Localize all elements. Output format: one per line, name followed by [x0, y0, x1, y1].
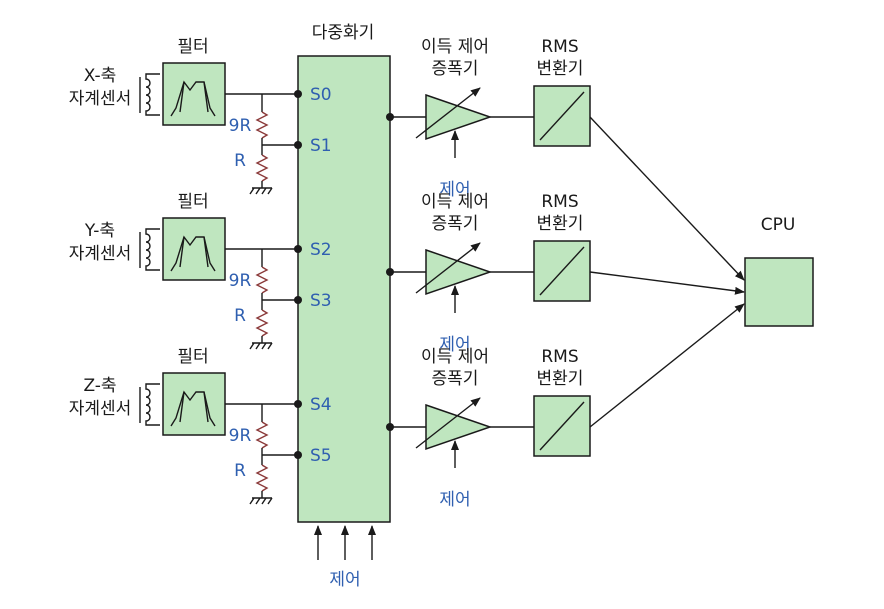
sensor-axis-label: X-축 — [84, 66, 117, 86]
rms-label-2: 변환기 — [537, 369, 584, 389]
rms-label-1: RMS — [541, 347, 578, 367]
filter-block — [162, 372, 226, 436]
rms-label-2: 변환기 — [537, 59, 584, 79]
rms-to-cpu-arrow — [589, 271, 745, 295]
bandpass-cross-icon — [179, 236, 209, 268]
rms-diagonal-icon — [539, 401, 585, 451]
filter-block — [162, 62, 226, 126]
amplifier-control-label: 제어 — [439, 335, 470, 355]
resistor-9r-icon — [255, 421, 269, 449]
amplifier-label-1: 이득 제어 — [421, 192, 489, 212]
junction-dot — [294, 451, 302, 459]
resistor-9r-label: 9R — [229, 426, 252, 446]
ground-icon — [249, 342, 273, 350]
bandpass-icon — [170, 80, 216, 117]
amplifier-label-1: 이득 제어 — [421, 37, 489, 57]
mux-port-b-label: S5 — [310, 446, 332, 466]
cpu-block — [744, 257, 814, 327]
bandpass-cross-icon — [179, 81, 209, 113]
mux-title: 다중화기 — [312, 23, 375, 43]
bandpass-icon — [170, 235, 216, 272]
rms-to-cpu-arrow — [589, 116, 745, 281]
amplifier-triangle — [425, 403, 493, 451]
filter-block — [162, 217, 226, 281]
resistor-r-label: R — [234, 306, 246, 326]
junction-dot — [294, 141, 302, 149]
variable-gain-arrow-icon — [415, 87, 481, 139]
mux-port-b-label: S3 — [310, 291, 332, 311]
resistor-r-icon — [255, 309, 269, 337]
amplifier-control-label: 제어 — [439, 490, 470, 510]
variable-gain-arrow-icon — [415, 242, 481, 294]
resistor-9r-label: 9R — [229, 271, 252, 291]
resistor-9r-icon — [255, 266, 269, 294]
multiplexer-block — [297, 55, 391, 523]
sensor-coil-icon — [145, 383, 160, 426]
sensor-name-label: 자계센서 — [69, 399, 132, 419]
amplifier-triangle — [425, 248, 493, 296]
sensor-coil-icon — [145, 228, 160, 271]
bandpass-cross-icon — [179, 391, 209, 423]
junction-dot — [294, 296, 302, 304]
junction-dot — [294, 90, 302, 98]
sensor-axis-label: Y-축 — [84, 221, 115, 241]
junction-dot — [294, 400, 302, 408]
variable-gain-arrow-icon — [415, 397, 481, 449]
sensor-axis-label: Z-축 — [83, 376, 116, 396]
mux-port-b-label: S1 — [310, 136, 332, 156]
filter-label: 필터 — [177, 347, 208, 367]
amplifier-label-1: 이득 제어 — [421, 347, 489, 367]
mux-control-label: 제어 — [329, 570, 360, 590]
sensor-name-label: 자계센서 — [69, 244, 132, 264]
ground-icon — [249, 497, 273, 505]
mux-port-a-label: S2 — [310, 240, 332, 260]
filter-label: 필터 — [177, 37, 208, 57]
ground-icon — [249, 187, 273, 195]
cpu-label: CPU — [761, 215, 796, 235]
rms-to-cpu-arrow — [589, 303, 745, 428]
amplifier-label-2: 증폭기 — [432, 369, 479, 389]
bandpass-icon — [170, 390, 216, 427]
resistor-r-icon — [255, 154, 269, 182]
resistor-9r-icon — [255, 111, 269, 139]
resistor-r-label: R — [234, 151, 246, 171]
amplifier-label-2: 증폭기 — [432, 214, 479, 234]
amplifier-label-2: 증폭기 — [432, 59, 479, 79]
rms-label-1: RMS — [541, 37, 578, 57]
amplifier-triangle — [425, 93, 493, 141]
mux-control-arrows — [314, 525, 376, 560]
rms-label-1: RMS — [541, 192, 578, 212]
junction-dot — [294, 245, 302, 253]
sensor-name-label: 자계센서 — [69, 89, 132, 109]
mux-port-a-label: S4 — [310, 395, 332, 415]
resistor-9r-label: 9R — [229, 116, 252, 136]
resistor-r-label: R — [234, 461, 246, 481]
rms-label-2: 변환기 — [537, 214, 584, 234]
rms-diagonal-icon — [539, 91, 585, 141]
filter-label: 필터 — [177, 192, 208, 212]
rms-diagonal-icon — [539, 246, 585, 296]
amplifier-control-label: 제어 — [439, 180, 470, 200]
mux-port-a-label: S0 — [310, 85, 332, 105]
resistor-r-icon — [255, 464, 269, 492]
sensor-coil-icon — [145, 73, 160, 116]
